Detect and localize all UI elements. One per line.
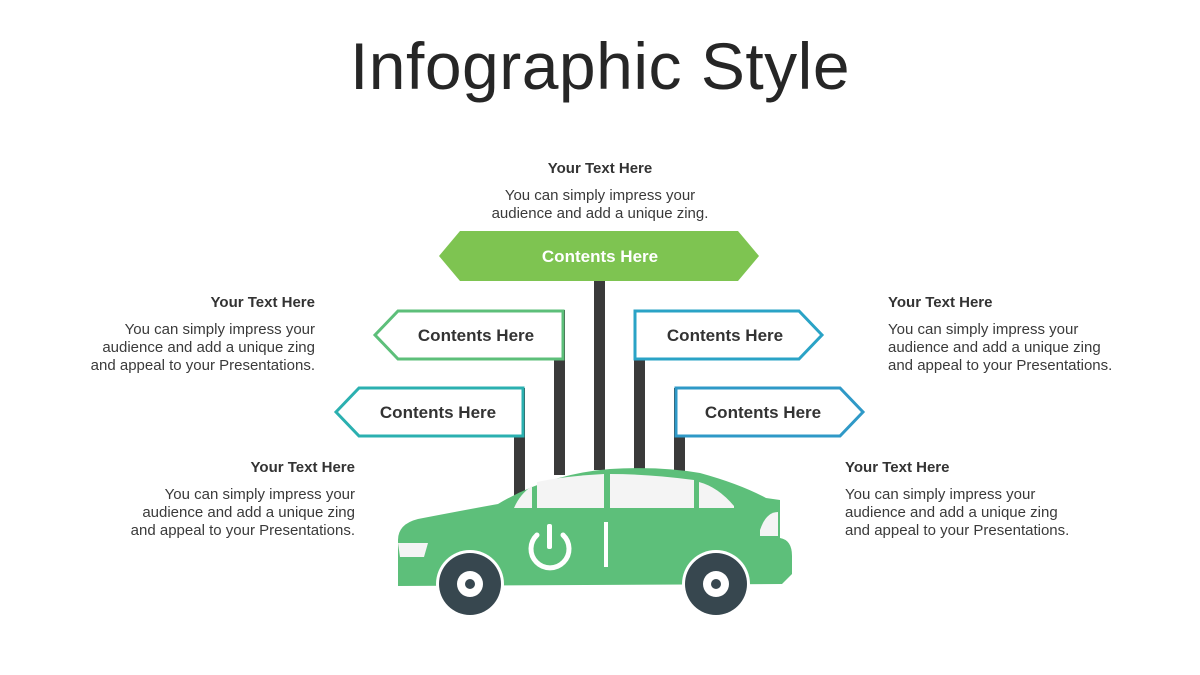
pole-upper-left (554, 310, 565, 475)
text-block-lower-right: Your Text Here You can simply impress yo… (845, 459, 1105, 540)
sign-lower-left-label: Contents Here (380, 403, 496, 422)
text-block-lower-left: Your Text Here You can simply impress yo… (100, 459, 355, 540)
text-block-heading: Your Text Here (250, 459, 355, 476)
text-block-body: You can simply impress your audience and… (845, 486, 1070, 539)
sign-top-label: Contents Here (542, 247, 658, 266)
sign-top: Contents Here (439, 231, 759, 281)
sign-upper-right: Contents Here (633, 309, 825, 361)
sign-lower-left: Contents Here (333, 386, 525, 438)
text-block-body: You can simply impress your audience and… (888, 321, 1113, 374)
pole-upper-right (634, 310, 645, 475)
car-icon (398, 468, 792, 618)
text-block-body: You can simply impress your audience and… (90, 321, 315, 374)
text-block-heading: Your Text Here (888, 294, 993, 311)
pole-lower-left (514, 388, 525, 498)
pole-center (594, 280, 605, 470)
text-block-top: Your Text Here You can simply impress yo… (440, 160, 760, 223)
sign-upper-left: Contents Here (372, 309, 565, 361)
text-block-heading: Your Text Here (210, 294, 315, 311)
wheel-rear (682, 550, 750, 618)
sign-upper-left-label: Contents Here (418, 326, 534, 345)
power-icon (528, 524, 572, 571)
sign-lower-right: Contents Here (674, 386, 866, 438)
sign-lower-right-label: Contents Here (705, 403, 821, 422)
text-block-body: You can simply impress your audience and… (491, 187, 709, 222)
text-block-heading: Your Text Here (845, 459, 950, 476)
text-block-upper-left: Your Text Here You can simply impress yo… (60, 294, 315, 375)
sign-upper-right-label: Contents Here (667, 326, 783, 345)
text-block-heading: Your Text Here (547, 160, 653, 177)
page-title: Infographic Style (349, 29, 851, 103)
text-block-body: You can simply impress your audience and… (130, 486, 355, 539)
wheel-front (436, 550, 504, 618)
text-block-upper-right: Your Text Here You can simply impress yo… (888, 294, 1148, 375)
